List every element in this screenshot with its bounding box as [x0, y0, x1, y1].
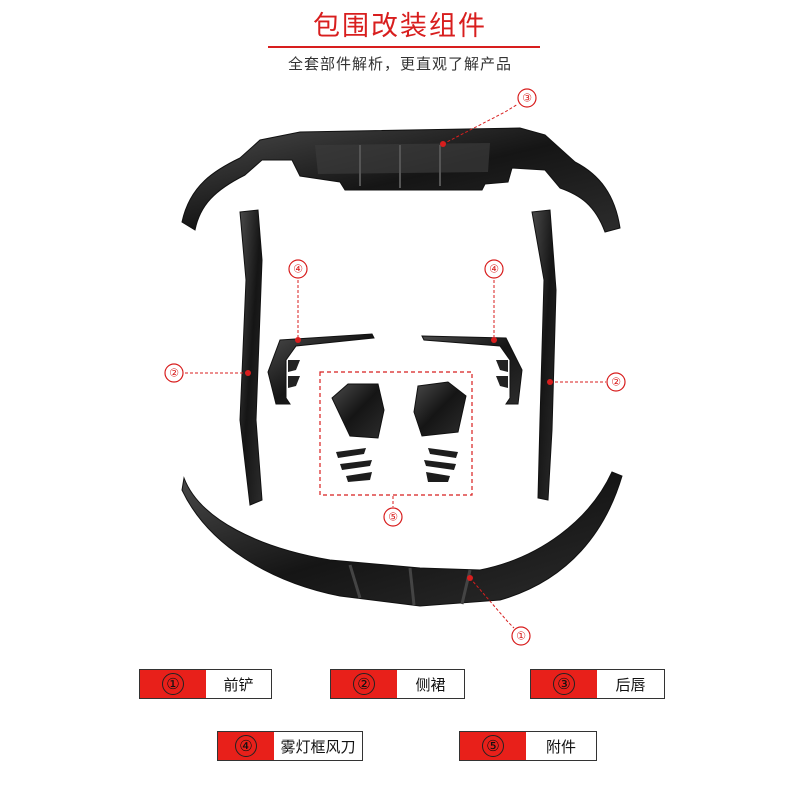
rear-diffuser-part	[181, 127, 621, 233]
right-fog-lamp-frame-part	[421, 335, 523, 405]
legend-item-front-splitter: ① 前铲	[139, 669, 272, 699]
callout-label: ①	[516, 630, 526, 643]
callout-label: ④	[489, 263, 499, 276]
callout-dot	[467, 575, 473, 581]
callout-dot	[440, 141, 446, 147]
legend-item-fog-lamp-frame: ④ 雾灯框风刀	[217, 731, 363, 761]
callout-label: ④	[293, 263, 303, 276]
accessories-part	[319, 371, 473, 496]
page-title: 包围改装组件	[313, 11, 487, 42]
front-splitter-part	[181, 471, 623, 607]
callout-dot	[547, 379, 553, 385]
left-side-skirt-part	[239, 209, 263, 506]
legend-number: ①	[162, 673, 184, 695]
legend-item-side-skirt: ② 侧裙	[330, 669, 465, 699]
callout-label: ②	[611, 376, 621, 389]
page-subtitle: 全套部件解析，更直观了解产品	[287, 55, 512, 73]
legend-number: ⑤	[482, 735, 504, 757]
legend-number: ②	[353, 673, 375, 695]
right-side-skirt-part	[531, 209, 557, 501]
legend-number: ③	[553, 673, 575, 695]
callout-dot	[245, 370, 251, 376]
callout-dot	[295, 337, 301, 343]
title-underline	[268, 46, 540, 48]
legend-label: 侧裙	[415, 675, 446, 694]
callout-label: ③	[522, 92, 532, 105]
callout-label: ⑤	[388, 511, 398, 524]
callout-dot	[491, 337, 497, 343]
left-fog-lamp-frame-part	[267, 333, 375, 405]
callout-label: ②	[169, 367, 179, 380]
legend-number: ④	[235, 735, 257, 757]
legend-item-rear-lip: ③ 后唇	[530, 669, 665, 699]
legend-item-accessories: ⑤ 附件	[459, 731, 597, 761]
legend-label: 后唇	[615, 675, 646, 694]
legend-label: 前铲	[223, 675, 254, 694]
legend-label: 附件	[545, 737, 576, 756]
legend-label: 雾灯框风刀	[280, 737, 356, 756]
